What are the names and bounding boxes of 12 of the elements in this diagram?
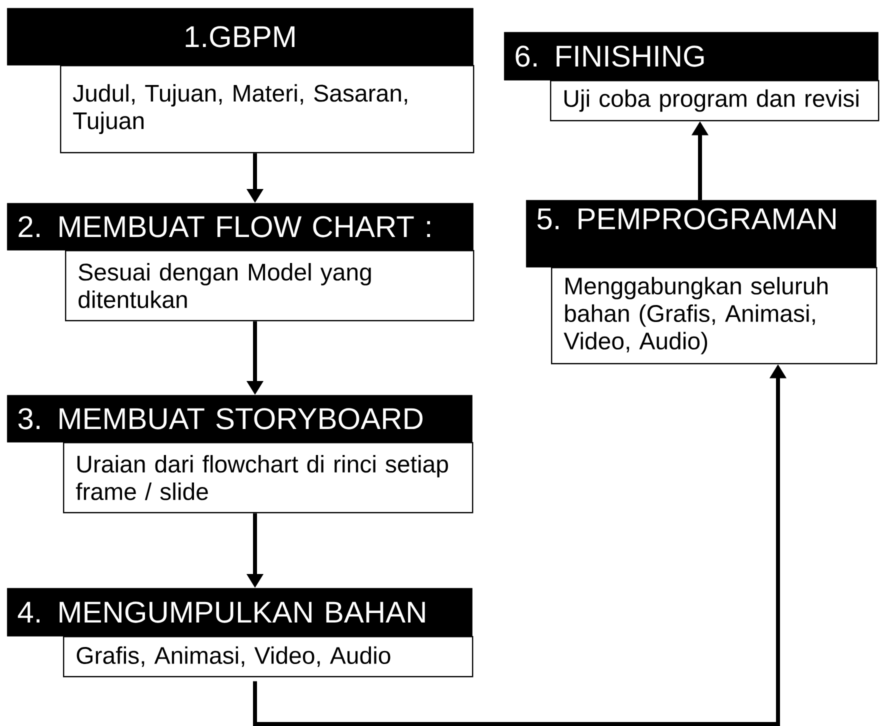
step-heading-bar: 2. MEMBUAT FLOW CHART :	[7, 203, 474, 250]
step-heading-bar: 6. FINISHING	[504, 32, 878, 80]
step-heading-bar: 3. MEMBUAT STORYBOARD	[7, 395, 472, 442]
step-box: Uji coba program dan revisi	[550, 80, 880, 122]
step-box: Sesuai dengan Model yang ditentukan	[65, 250, 474, 322]
step-box: Uraian dari flowchart di rinci setiap frame / slide	[63, 442, 474, 514]
step-box: Menggabungkan seluruh bahan (Grafis, Animasi, Video, Audio)	[551, 267, 878, 364]
step-heading-bar: 5. PEMPROGRAMAN	[526, 200, 876, 268]
step-heading-bar: 1.GBPM	[7, 8, 474, 66]
step-box: Judul, Tujuan, Materi, Sasaran, Tujuan	[60, 65, 474, 154]
step-box: Grafis, Animasi, Video, Audio	[63, 636, 474, 678]
step-heading-bar: 4. MENGUMPULKAN BAHAN	[7, 588, 472, 636]
